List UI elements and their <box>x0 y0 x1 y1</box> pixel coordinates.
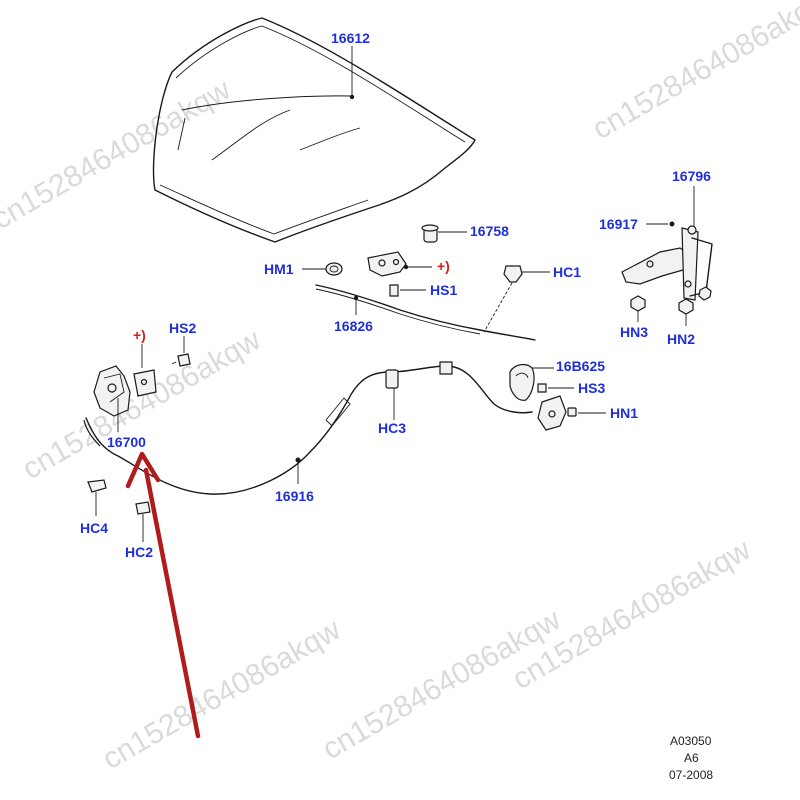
nut-hn3-part <box>630 295 646 312</box>
screw-hs3-part <box>537 383 547 393</box>
hood-hinge-part <box>621 225 713 301</box>
label-hc4: HC4 <box>80 520 108 536</box>
plus-marker-2: +) <box>133 327 146 343</box>
label-hs1: HS1 <box>430 282 457 298</box>
label-16758: 16758 <box>470 223 509 239</box>
label-16917: 16917 <box>599 216 638 232</box>
label-16826: 16826 <box>334 318 373 334</box>
label-16796: 16796 <box>672 168 711 184</box>
striker-bracket-part <box>367 251 407 277</box>
label-hc3: HC3 <box>378 420 406 436</box>
clip-hc4-part <box>87 479 107 493</box>
watermark-text-3: cn1528464086akqw <box>97 613 346 776</box>
plus-1-dot <box>403 264 409 270</box>
clip-hc1-part <box>503 265 523 283</box>
bolt-16917-dot <box>669 221 675 227</box>
screw-hs1-part <box>389 284 399 297</box>
label-hm1: HM1 <box>264 261 294 277</box>
red-pointer-arrow <box>125 451 201 739</box>
label-hs2: HS2 <box>169 320 196 336</box>
hood-dot <box>349 94 355 100</box>
reference-block: A03050 A6 07-2008 <box>669 734 713 782</box>
clip-hc2-part <box>135 501 151 515</box>
label-16700: 16700 <box>107 434 146 450</box>
plus-marker-1: +) <box>437 258 450 274</box>
label-hn3: HN3 <box>620 324 648 340</box>
handle-bracket-part <box>537 395 577 431</box>
label-16b625: 16B625 <box>556 358 605 374</box>
nut-hn2-part <box>678 286 712 315</box>
label-hc1: HC1 <box>553 264 581 280</box>
reference-variant: A6 <box>684 751 699 765</box>
seal-16826-part <box>315 282 536 341</box>
seal-16826-dot <box>353 295 359 301</box>
label-16916: 16916 <box>275 488 314 504</box>
watermark-text-6: cn1528464086akqw <box>587 0 800 146</box>
label-hn1: HN1 <box>610 405 638 421</box>
cable-16916-dot <box>295 457 301 463</box>
release-handle-part <box>509 363 535 401</box>
hood-panel <box>152 17 476 243</box>
label-hc2: HC2 <box>125 544 153 560</box>
label-hs3: HS3 <box>578 380 605 396</box>
reference-code: A03050 <box>670 734 712 748</box>
label-16612: 16612 <box>331 30 370 46</box>
label-hn2: HN2 <box>667 331 695 347</box>
latch-16700-part <box>83 365 157 447</box>
clip-hm1-part <box>325 262 343 276</box>
reference-date: 07-2008 <box>669 768 713 782</box>
screw-hs2-part <box>171 353 191 367</box>
release-cable-part <box>85 361 533 495</box>
hood-bumper-part <box>421 224 439 243</box>
